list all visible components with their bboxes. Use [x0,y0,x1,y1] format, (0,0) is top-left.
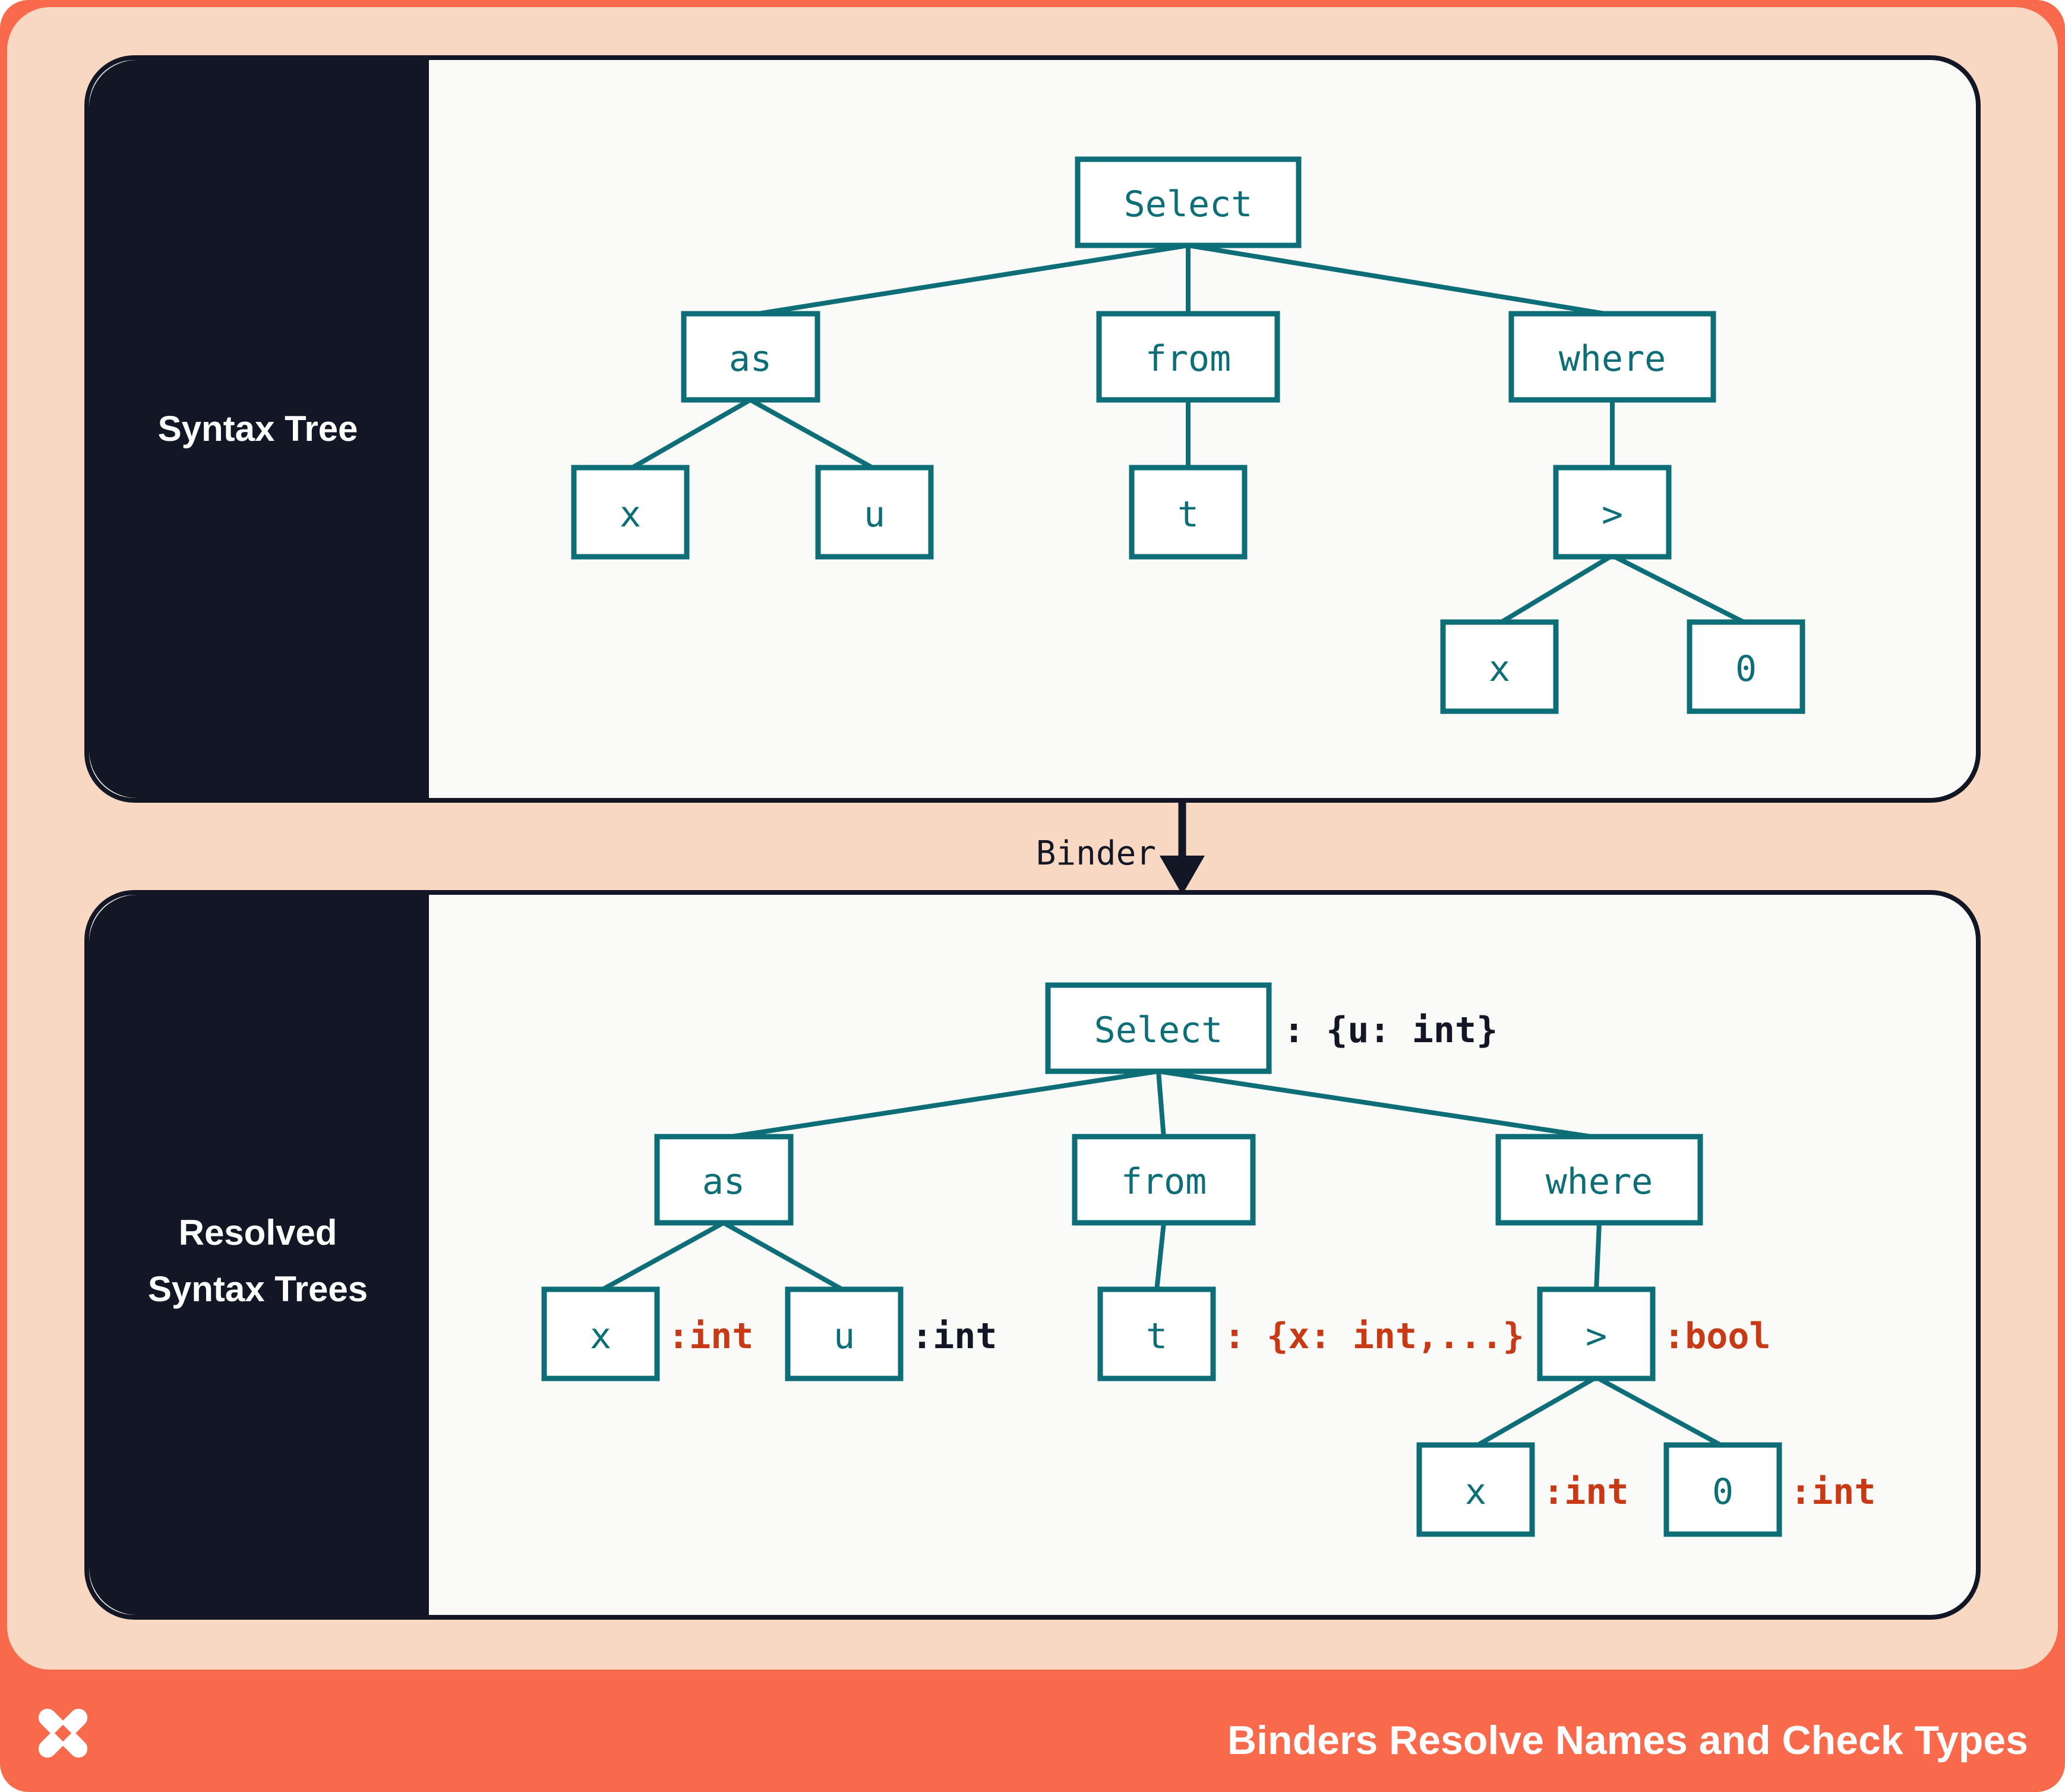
tree-node-label: x [1489,648,1510,690]
tree-node-label: 0 [1712,1471,1734,1513]
tree-node-label: where [1546,1161,1653,1203]
tree-node-x [541,1286,660,1381]
type-annotation: :int [911,1315,997,1357]
tree-node-from [1072,1134,1256,1226]
syntax-tree-panel: Syntax Tree Select as from where x [84,55,1981,803]
resolved-sidebar-label-line2: Syntax Trees [148,1269,368,1309]
syntax-tree-panel-frame [84,55,1981,803]
tree-edge [1611,553,1747,626]
tree-node-zero [1663,1442,1782,1537]
bottom-tree-edges [599,1069,1724,1449]
type-annotation: :int [668,1315,754,1357]
resolved-panel-sidebar [89,895,429,1615]
tree-node-x2 [1440,619,1559,714]
tree-edge [1188,243,1613,317]
tree-edge [629,397,752,471]
binder-label: Binder [1036,834,1156,873]
type-annotation: :int [1790,1471,1876,1513]
tree-node-select [1075,156,1302,248]
resolved-sidebar-label-line1: Resolved [179,1213,337,1252]
syntax-tree-sidebar [89,60,429,798]
tree-node-label: 0 [1735,648,1757,690]
tree-node-label: Select [1094,1009,1223,1051]
tree-edge [722,1220,845,1293]
syntax-tree-sidebar-label: Syntax Tree [158,409,358,449]
type-annotation: :bool [1663,1315,1771,1357]
footer-title: Binders Resolve Names and Check Types [1227,1718,2028,1763]
tree-node-label: t [1146,1315,1167,1357]
tree-node-x2 [1416,1442,1535,1537]
tree-edge [1474,1375,1597,1449]
footer-bar: Binders Resolve Names and Check Types [38,1705,2028,1763]
resolved-trees-panel: Resolved Syntax Trees Select : {u: int} … [84,890,1981,1620]
tree-node-label: from [1145,338,1232,380]
tree-node-label: as [702,1161,745,1203]
top-tree-edges [629,243,1747,626]
tree-edge [723,1069,1159,1140]
resolved-panel-frame [84,890,1981,1620]
tree-edge [1156,1071,1166,1138]
tree-edge [599,1220,725,1293]
tree-edge [750,243,1189,317]
binder-arrow-head-icon [1160,856,1205,895]
tree-node-label: t [1177,494,1199,535]
brand-logo-icon [38,1705,88,1761]
tree-node-t [1097,1286,1216,1381]
tree-node-label: x [590,1315,611,1357]
tree-edge [1595,1375,1724,1449]
tree-node-x [571,465,690,560]
bottom-tree-nodes: Select : {u: int} as from where x :int u… [541,982,1876,1537]
tree-node-label: from [1121,1161,1207,1203]
tree-node-label: as [729,338,772,380]
tree-edge [1158,1069,1600,1140]
tree-edge [1154,1222,1166,1291]
tree-node-where [1508,311,1716,403]
tree-node-where [1495,1134,1703,1226]
binder-transform: Binder [1036,803,1205,895]
tree-node-label: Select [1124,184,1253,225]
tree-edge [749,397,876,471]
tree-node-as [681,311,820,403]
tree-node-label: u [833,1315,855,1357]
tree-node-u [815,465,934,560]
tree-node-from [1096,311,1280,403]
tree-node-label: u [864,494,885,535]
tree-edge [1498,553,1614,626]
type-annotation: :int [1543,1471,1629,1513]
tree-node-label: x [1465,1471,1486,1513]
tree-node-t [1129,465,1248,560]
top-tree-nodes: Select as from where x u t > x 0 [571,156,1805,714]
tree-node-gt [1553,465,1672,560]
tree-node-label: > [1586,1315,1607,1357]
tree-node-label: > [1602,494,1623,535]
tree-node-u [785,1286,904,1381]
type-annotation: : {x: int,...} [1224,1315,1524,1357]
tree-edge [1594,1222,1602,1291]
tree-node-label: where [1559,338,1666,380]
tree-node-as [654,1134,794,1226]
tree-node-zero [1687,619,1805,714]
tree-node-select [1045,982,1272,1074]
tree-node-gt [1537,1286,1656,1381]
tree-node-label: x [620,494,641,535]
type-annotation: : {u: int} [1283,1009,1498,1051]
